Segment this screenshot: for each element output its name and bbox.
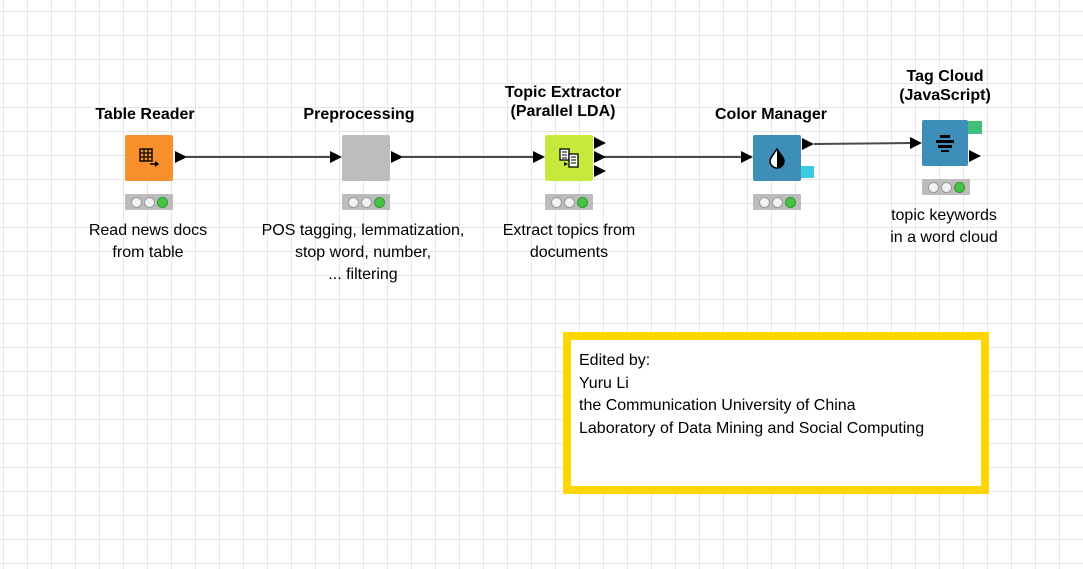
node-title-tag-cloud[interactable]: Tag Cloud (JavaScript)	[899, 68, 991, 104]
status-light-red	[927, 181, 939, 193]
color-drop-icon	[767, 147, 787, 169]
annotation-line: Edited by:	[579, 352, 651, 369]
output-port-tag-cloud[interactable]	[968, 149, 982, 163]
workflow-annotation[interactable]: Edited by: Yuru Li the Communication Uni…	[563, 332, 989, 494]
input-port-color-manager[interactable]	[741, 151, 753, 163]
node-topic-extractor[interactable]	[545, 135, 593, 181]
node-preprocessing[interactable]	[342, 135, 390, 181]
node-status-table-reader	[125, 194, 173, 210]
status-light-yellow	[940, 181, 952, 193]
status-light-green	[784, 196, 796, 208]
image-output-port-tag-cloud[interactable]	[968, 121, 982, 134]
node-status-topic-extractor	[545, 194, 593, 210]
node-description-topic-extractor[interactable]: Extract topics from documents	[502, 222, 636, 261]
node-status-preprocessing	[342, 194, 390, 210]
node-color-manager[interactable]	[753, 135, 801, 181]
output-port-preprocessing[interactable]	[390, 150, 404, 164]
table-reader-icon	[138, 148, 160, 168]
node-title-preprocessing[interactable]: Preprocessing	[303, 106, 415, 123]
status-light-green	[576, 196, 588, 208]
node-title-topic-extractor[interactable]: Topic Extractor (Parallel LDA)	[504, 84, 622, 120]
node-status-color-manager	[753, 194, 801, 210]
node-title-table-reader[interactable]: Table Reader	[95, 106, 195, 123]
tag-cloud-icon	[933, 133, 957, 153]
status-light-green	[953, 181, 965, 193]
topic-extractor-icon	[558, 147, 580, 169]
connection-color-manager-to-tag-cloud[interactable]	[813, 142, 911, 145]
status-light-green	[373, 196, 385, 208]
input-port-preprocessing[interactable]	[330, 151, 342, 163]
input-port-tag-cloud[interactable]	[910, 137, 922, 149]
annotation-line: Laboratory of Data Mining and Social Com…	[579, 419, 925, 437]
status-light-red	[550, 196, 562, 208]
node-status-tag-cloud	[922, 179, 970, 195]
node-description-table-reader[interactable]: Read news docs from table	[88, 222, 208, 261]
status-light-red	[347, 196, 359, 208]
node-description-tag-cloud[interactable]: topic keywords in a word cloud	[890, 207, 998, 246]
status-light-yellow	[360, 196, 372, 208]
output-port-table-reader[interactable]	[174, 150, 188, 164]
node-table-reader[interactable]	[125, 135, 173, 181]
status-light-green	[156, 196, 168, 208]
status-light-yellow	[143, 196, 155, 208]
annotation-line: Yuru Li	[579, 374, 629, 392]
annotation-line: the Communication University of China	[579, 397, 856, 414]
color-model-port[interactable]	[801, 166, 814, 178]
status-light-red	[130, 196, 142, 208]
status-light-yellow	[771, 196, 783, 208]
input-port-topic-extractor[interactable]	[533, 151, 545, 163]
node-title-color-manager[interactable]: Color Manager	[714, 106, 827, 123]
status-light-red	[758, 196, 770, 208]
output-ports-topic-extractor[interactable]	[593, 136, 607, 180]
status-light-yellow	[563, 196, 575, 208]
node-description-preprocessing[interactable]: POS tagging, lemmatization, stop word, n…	[261, 222, 465, 283]
output-port-color-manager[interactable]	[801, 137, 815, 151]
node-tag-cloud[interactable]	[922, 120, 968, 166]
